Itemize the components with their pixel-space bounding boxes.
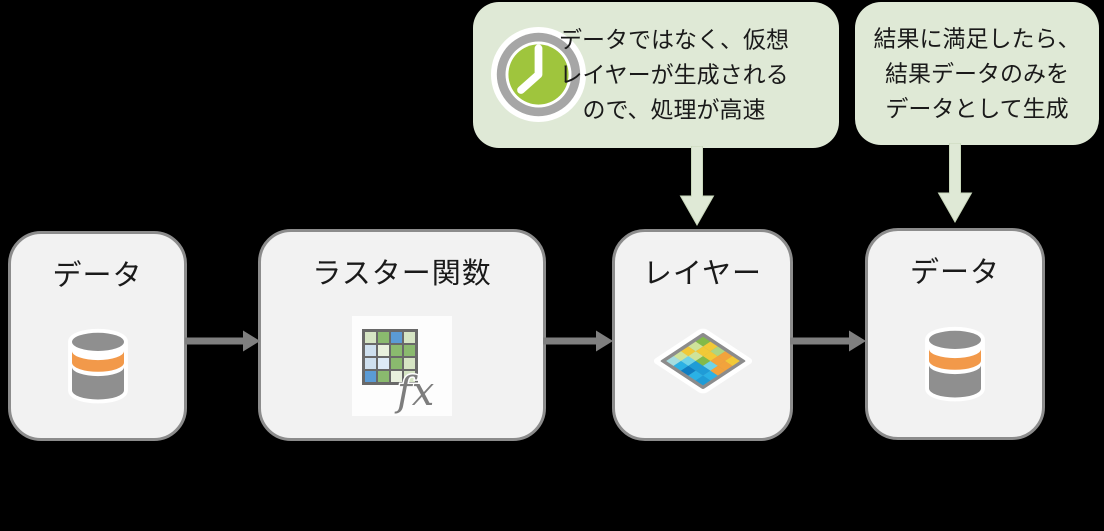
flow-arrow-icon	[790, 330, 866, 352]
callout-down-arrow-icon	[679, 146, 715, 226]
callout-line: ので、処理が高速	[582, 96, 766, 123]
callout-line: 結果に満足したら、	[873, 25, 1081, 51]
callout-line: 結果データのみを	[885, 60, 1069, 86]
callout-virtual-layer: データではなく、仮想 レイヤーが生成される ので、処理が高速	[473, 2, 839, 148]
database-icon	[916, 320, 994, 415]
node-label: ラスター関数	[312, 258, 492, 290]
callout-result-data: 結果に満足したら、 結果データのみを データとして生成	[855, 2, 1099, 145]
flow-arrow-icon	[543, 330, 613, 352]
node-layer: レイヤー	[612, 229, 793, 441]
node-data-input: データ	[8, 231, 187, 441]
clock-icon	[490, 26, 587, 123]
svg-text:fx: fx	[394, 369, 434, 415]
raster-function-icon: fx	[352, 316, 452, 421]
callout-result-data-text: 結果に満足したら、 結果データのみを データとして生成	[855, 21, 1099, 126]
flow-arrow-icon	[185, 330, 260, 352]
node-data-output: データ	[865, 228, 1045, 440]
database-icon	[59, 322, 137, 417]
callout-virtual-layer-text: データではなく、仮想 レイヤーが生成される ので、処理が高速	[529, 23, 819, 128]
node-label: レイヤー	[642, 258, 763, 290]
callout-line: データとして生成	[885, 95, 1069, 121]
node-label: データ	[52, 260, 143, 292]
node-label: データ	[909, 257, 1000, 289]
node-raster-function: ラスター関数 fx	[258, 229, 546, 441]
callout-down-arrow-icon	[937, 143, 973, 223]
callout-line: レイヤーが生成される	[559, 61, 789, 88]
layer-icon	[651, 324, 755, 407]
callout-line: データではなく、仮想	[559, 26, 789, 53]
